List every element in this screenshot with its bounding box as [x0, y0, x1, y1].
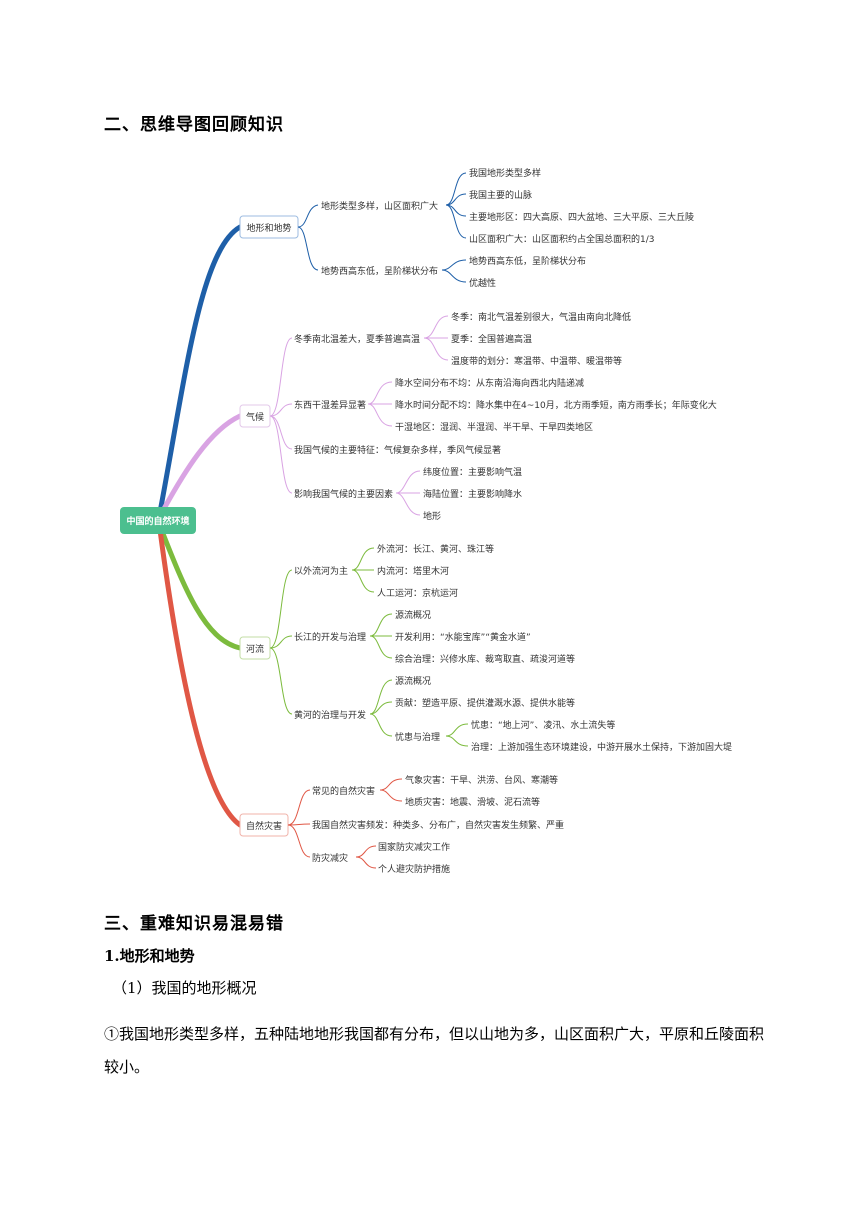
label-climate: 气候: [246, 411, 264, 423]
label-climate-c: 我国气候的主要特征：气候复杂多样，季风气候显著: [294, 444, 501, 456]
mind-map: 中国的自然环境 地形和地势 地形类型多样，山区面积广大 我国地形类型多样 我国主…: [120, 167, 732, 875]
root-node: [120, 507, 196, 534]
label-climate-a1: 冬季：南北气温差别很大，气温由南向北降低: [451, 311, 631, 323]
label-disaster-c2: 个人避灾防护措施: [378, 863, 450, 875]
label-disaster-a1: 气象灾害：干旱、洪涝、台风、寒潮等: [405, 774, 558, 786]
label-climate-d: 影响我国气候的主要因素: [294, 488, 393, 500]
label-river-a: 以外流河为主: [294, 565, 348, 577]
label-disaster-a: 常见的自然灾害: [312, 785, 375, 797]
subsection-title-terrain: 1.地形和地势: [104, 947, 195, 965]
section-title-mindmap: 二、思维导图回顾知识: [104, 115, 284, 135]
subsection-item: （1）我国的地形概况: [112, 979, 257, 997]
label-terrain-b: 地势西高东低，呈阶梯状分布: [321, 265, 438, 277]
label-river-a3: 人工运河：京杭运河: [377, 587, 458, 599]
label-river-c3: 忧患与治理: [395, 731, 440, 743]
label-river-b: 长江的开发与治理: [294, 631, 366, 643]
label-terrain-a3: 主要地形区：四大高原、四大盆地、三大平原、三大丘陵: [469, 211, 694, 223]
label-disaster-c: 防灾减灾: [312, 852, 348, 864]
label-river-a1: 外流河：长江、黄河、珠江等: [377, 543, 494, 555]
label-terrain-a2: 我国主要的山脉: [469, 189, 532, 201]
label-river-c3b: 治理：上游加强生态环境建设，中游开展水土保持，下游加固大堤: [471, 741, 732, 753]
label-climate-b1: 降水空间分布不均：从东南沿海向西北内陆递减: [395, 377, 584, 389]
branch-river: [157, 523, 243, 651]
root-label: 中国的自然环境: [126, 515, 189, 527]
label-climate-b: 东西干湿差异显著: [294, 399, 366, 411]
label-disaster-b: 我国自然灾害频发：种类多、分布广，自然灾害发生频繁、严重: [312, 819, 564, 831]
label-river-b1: 源流概况: [395, 609, 431, 621]
label-disaster-c1: 国家防灾减灾工作: [378, 841, 450, 853]
label-climate-b2: 降水时间分配不均：降水集中在4~10月，北方雨季短，南方雨季长；年际变化大: [395, 399, 717, 411]
label-river-c2: 贡献：塑造平原、提供灌溉水源、提供水能等: [395, 697, 575, 709]
label-river-c: 黄河的治理与开发: [294, 709, 366, 721]
branch-disaster: [157, 527, 243, 828]
label-climate-a2: 夏季：全国普遍高温: [451, 333, 532, 345]
section-title-difficult: 三、重难知识易混易错: [104, 914, 284, 934]
label-river-c3a: 忧患：“地上河”、凌汛、水土流失等: [471, 719, 615, 731]
label-terrain-a1: 我国地形类型多样: [469, 167, 541, 179]
label-river-b3: 综合治理：兴修水库、裁弯取直、疏浚河道等: [395, 653, 575, 665]
label-climate-a3: 温度带的划分：寒温带、中温带、暖温带等: [451, 355, 622, 367]
label-terrain: 地形和地势: [246, 222, 291, 234]
label-climate-d3: 地形: [423, 510, 441, 522]
label-river-c1: 源流概况: [395, 675, 431, 687]
label-terrain-b2: 优越性: [469, 277, 496, 289]
label-river-a2: 内流河：塔里木河: [377, 565, 449, 577]
branch-climate: [157, 413, 243, 519]
label-river: 河流: [246, 643, 264, 655]
label-climate-d2: 海陆位置：主要影响降水: [423, 488, 522, 500]
label-climate-b3: 干湿地区：湿润、半湿润、半干旱、干旱四类地区: [395, 421, 593, 433]
label-terrain-a: 地形类型多样，山区面积广大: [321, 200, 438, 212]
label-climate-d1: 纬度位置：主要影响气温: [423, 466, 522, 478]
label-river-b2: 开发利用：“水能宝库”“黄金水道”: [395, 631, 531, 643]
label-terrain-a4: 山区面积广大：山区面积约占全国总面积的1/3: [469, 233, 655, 245]
branch-terrain: [157, 224, 243, 515]
label-disaster-a2: 地质灾害：地震、滑坡、泥石流等: [405, 796, 540, 808]
paragraph: ①我国地形类型多样，五种陆地地形我国都有分布，但以山地为多，山区面积广大，平原和…: [104, 1025, 765, 1076]
label-disaster: 自然灾害: [246, 820, 282, 832]
label-terrain-b1: 地势西高东低，呈阶梯状分布: [469, 255, 586, 267]
label-climate-a: 冬季南北温差大，夏季普遍高温: [294, 333, 420, 345]
